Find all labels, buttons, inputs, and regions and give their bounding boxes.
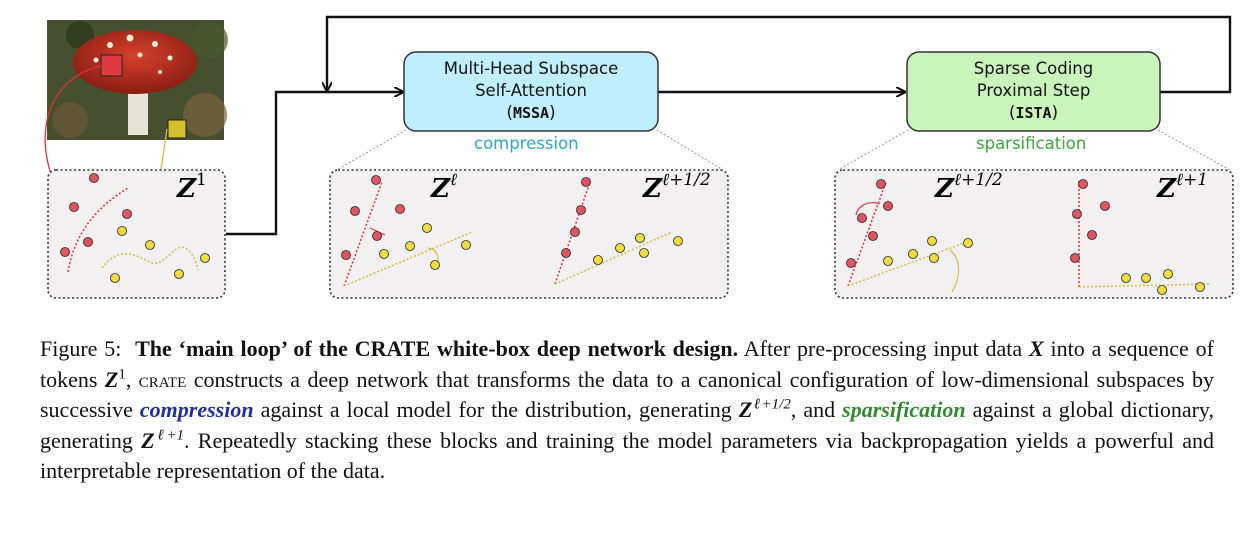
compression-label: compression <box>474 134 579 153</box>
red-token <box>883 201 893 211</box>
yellow-token <box>422 223 432 233</box>
ista-abbreviation: ISTA <box>1015 104 1052 122</box>
red-token <box>1100 201 1110 211</box>
compression-before-tokens <box>341 175 471 270</box>
yellow-token <box>883 256 893 266</box>
loop-back-arrow <box>327 15 1232 94</box>
mssa-title-line1: Multi-Head Subspace <box>443 59 619 78</box>
red-token <box>371 175 381 185</box>
yellow-token <box>1141 273 1151 283</box>
sparsification-before-tokens <box>846 179 973 268</box>
mssa-title-line2: Self-Attention <box>475 81 587 100</box>
figure-number: Figure 5: <box>40 336 122 361</box>
yellow-token <box>430 260 440 270</box>
crate-main-loop-figure: Multi-Head Subspace Self-Attention (MSSA… <box>44 15 1234 299</box>
caption-title: The ‘main loop’ of the CRATE white-box d… <box>135 336 739 361</box>
yellow-token <box>461 240 471 250</box>
yellow-token <box>379 249 389 259</box>
red-token <box>576 205 586 215</box>
z-l-label: Zℓ <box>431 170 458 204</box>
input-tokens <box>60 173 210 283</box>
ista-block <box>906 51 1161 132</box>
red-token <box>868 231 878 241</box>
yellow-token <box>635 233 645 243</box>
yellow-token <box>117 226 127 236</box>
red-token <box>846 258 856 268</box>
input-to-mssa-arrow <box>226 92 402 236</box>
yellow-token <box>1121 273 1131 283</box>
mushroom-photo <box>47 20 228 140</box>
red-token <box>89 173 99 183</box>
compression-after-tokens <box>561 177 683 265</box>
red-token <box>60 247 70 257</box>
yellow-token <box>200 253 210 263</box>
red-token <box>561 248 571 258</box>
red-token <box>83 237 93 247</box>
red-token <box>341 250 351 260</box>
ista-block-label: Sparse Coding Proximal Step (ISTA) <box>907 58 1160 124</box>
mssa-block-label: Multi-Head Subspace Self-Attention (MSSA… <box>404 58 658 124</box>
yellow-token <box>908 249 918 259</box>
red-token <box>1078 179 1088 189</box>
red-token <box>581 177 591 187</box>
yellow-token <box>615 243 625 253</box>
yellow-token <box>110 273 120 283</box>
red-token <box>372 231 382 241</box>
yellow-token <box>639 248 649 258</box>
yellow-token <box>1163 269 1173 279</box>
red-token <box>1070 253 1080 263</box>
yellow-token <box>593 255 603 265</box>
mssa-block <box>403 51 659 132</box>
yellow-token <box>929 253 939 263</box>
sparsification-panel <box>834 169 1234 299</box>
yellow-token <box>963 238 973 248</box>
z-l-half-label-sparsification: Zℓ+1/2 <box>935 170 1003 204</box>
yellow-token <box>1195 282 1205 292</box>
z-l-half-label-compression: Zℓ+1/2 <box>643 170 711 204</box>
figure-caption: Figure 5: The ‘main loop’ of the CRATE w… <box>40 336 1215 483</box>
red-token <box>1072 209 1082 219</box>
red-token <box>876 179 886 189</box>
sparsification-after-tokens <box>1070 179 1205 295</box>
z1-label: Z1 <box>177 170 207 204</box>
caption-sparsification: sparsification <box>842 397 966 422</box>
red-token <box>570 227 580 237</box>
caption-compression: compression <box>139 397 254 422</box>
yellow-patch-marker <box>167 119 187 139</box>
yellow-token <box>145 240 155 250</box>
yellow-token <box>673 236 683 246</box>
red-token <box>122 209 132 219</box>
ista-title-line2: Proximal Step <box>976 81 1091 100</box>
input-token-panel <box>47 169 226 299</box>
red-patch-marker <box>100 54 123 77</box>
yellow-token <box>405 241 415 251</box>
compression-panel <box>329 169 729 299</box>
yellow-token <box>927 236 937 246</box>
red-token <box>350 206 360 216</box>
red-token <box>1087 230 1097 240</box>
z-l-plus-1-label: Zℓ+1 <box>1157 170 1209 204</box>
ista-title-line1: Sparse Coding <box>973 59 1094 78</box>
yellow-token <box>1157 285 1167 295</box>
sparsification-label: sparsification <box>976 134 1087 153</box>
yellow-token <box>174 269 184 279</box>
mssa-abbreviation: MSSA <box>512 104 550 122</box>
red-token <box>857 213 867 223</box>
red-token <box>395 204 405 214</box>
red-token <box>69 202 79 212</box>
figure-diagram <box>44 15 1234 299</box>
